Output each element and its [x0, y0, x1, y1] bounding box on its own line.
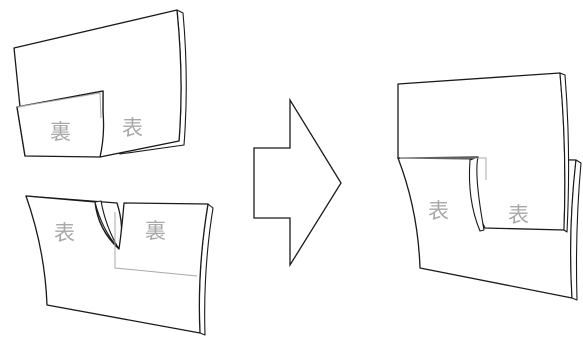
top-left-front-label: 表 [122, 116, 143, 140]
result-piece: 表 表 [397, 72, 582, 301]
result-bottom-edge [570, 159, 582, 301]
result-left-front-label: 表 [428, 199, 449, 223]
top-left-fold-line [16, 92, 102, 119]
right-arrow-shape [253, 97, 342, 268]
top-left-piece-back-panel [16, 90, 105, 158]
bottom-left-piece-sheet [25, 195, 209, 334]
bottom-left-piece: 表 裏 [25, 195, 214, 336]
bottom-left-fold-line [114, 212, 198, 277]
result-fold-line [400, 157, 487, 180]
bottom-left-back-label: 裏 [145, 219, 166, 243]
result-top-edge [559, 72, 570, 233]
bottom-left-notch-fold [94, 200, 120, 250]
result-right-front-label: 表 [508, 203, 529, 227]
top-left-piece: 裏 表 [13, 9, 187, 158]
top-left-back-label: 裏 [50, 120, 71, 144]
bottom-left-front-label: 表 [54, 221, 75, 245]
result-notch-fold [468, 156, 485, 232]
